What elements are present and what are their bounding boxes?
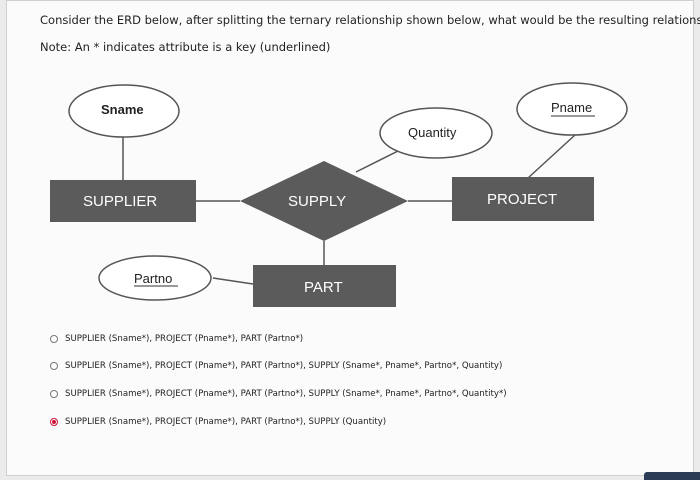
radio-button[interactable]	[50, 390, 58, 398]
next-button[interactable]	[644, 472, 700, 480]
relationship-supply-diamond	[240, 161, 408, 241]
answer-option-label: SUPPLIER (Sname*), PROJECT (Pname*), PAR…	[65, 417, 387, 427]
attr-pname-ellipse	[516, 82, 628, 136]
line-partno-part	[212, 277, 254, 285]
line-quantity-supply	[355, 149, 401, 173]
entity-supplier-label: SUPPLIER	[83, 193, 158, 210]
attr-partno-label: Partno	[134, 271, 173, 286]
attr-quantity-label: Quantity	[408, 125, 457, 140]
attr-sname-ellipse	[68, 84, 180, 138]
relationship-supply-label: SUPPLY	[288, 193, 347, 210]
radio-button-selected[interactable]	[50, 418, 58, 426]
answer-option-2[interactable]: SUPPLIER (Sname*), PROJECT (Pname*), PAR…	[50, 361, 502, 371]
answer-option-1[interactable]: SUPPLIER (Sname*), PROJECT (Pname*), PAR…	[50, 334, 303, 344]
answer-option-label: SUPPLIER (Sname*), PROJECT (Pname*), PAR…	[65, 361, 503, 371]
attr-sname-label: Sname	[101, 102, 144, 117]
entity-project-label: PROJECT	[487, 191, 558, 208]
line-pname-project	[527, 134, 576, 179]
question-text: Consider the ERD below, after splitting …	[40, 13, 700, 27]
radio-button[interactable]	[50, 362, 58, 370]
attr-quantity-ellipse	[379, 107, 493, 159]
answer-option-label: SUPPLIER (Sname*), PROJECT (Pname*), PAR…	[65, 389, 507, 399]
entity-supplier-box	[50, 180, 196, 222]
radio-button[interactable]	[50, 335, 58, 343]
entity-part-label: PART	[304, 279, 343, 296]
answer-option-4[interactable]: SUPPLIER (Sname*), PROJECT (Pname*), PAR…	[50, 417, 386, 427]
entity-project-box	[452, 177, 594, 221]
question-card	[6, 0, 694, 476]
attr-partno-ellipse	[98, 255, 212, 301]
entity-part-box	[253, 265, 396, 307]
attr-pname-label: Pname	[551, 100, 593, 115]
erd-diagram	[50, 82, 628, 307]
question-note: Note: An * indicates attribute is a key …	[40, 40, 331, 54]
answer-option-3[interactable]: SUPPLIER (Sname*), PROJECT (Pname*), PAR…	[50, 389, 507, 399]
answer-option-label: SUPPLIER (Sname*), PROJECT (Pname*), PAR…	[65, 334, 304, 344]
